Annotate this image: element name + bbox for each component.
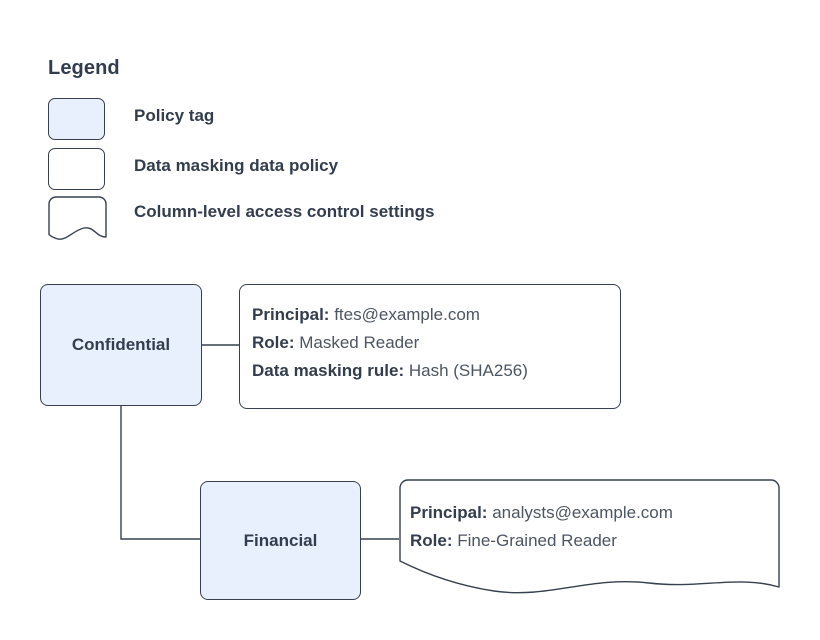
legend-label-data-masking-policy: Data masking data policy: [134, 156, 339, 175]
rounded-rect-filled-icon: [48, 98, 105, 140]
callout-confidential-text: Principal: ftes@example.com Role: Masked…: [252, 301, 610, 385]
legend-label-column-access-settings: Column-level access control settings: [134, 202, 435, 221]
callout-key-principal: Principal:: [252, 305, 330, 324]
node-confidential[interactable]: Confidential: [40, 284, 202, 406]
callout-line-role: Role: Fine-Grained Reader: [410, 527, 770, 555]
callout-key-masking-rule: Data masking rule:: [252, 361, 405, 380]
callout-value-role: Masked Reader: [299, 333, 420, 352]
legend-title: Legend: [48, 57, 120, 79]
callout-value-role: Fine-Grained Reader: [457, 531, 617, 550]
legend-swatch-data-masking-policy: [48, 148, 105, 190]
callout-financial-policy[interactable]: Principal: analysts@example.com Role: Fi…: [399, 479, 780, 595]
callout-confidential-policy[interactable]: Principal: ftes@example.com Role: Masked…: [239, 284, 621, 409]
node-confidential-label: Confidential: [71, 335, 171, 354]
legend-item-column-access-settings: Column-level access control settings: [0, 196, 820, 240]
callout-value-principal: ftes@example.com: [334, 305, 480, 324]
legend-swatch-policy-tag: [48, 98, 105, 140]
callout-value-principal: analysts@example.com: [492, 503, 673, 522]
callout-line-role: Role: Masked Reader: [252, 329, 610, 357]
legend: Legend Policy tag Data masking data poli…: [0, 0, 820, 250]
callout-financial-text: Principal: analysts@example.com Role: Fi…: [410, 499, 770, 555]
callout-line-masking-rule: Data masking rule: Hash (SHA256): [252, 357, 610, 385]
callout-key-principal: Principal:: [410, 503, 488, 522]
legend-item-data-masking-policy: Data masking data policy: [0, 148, 820, 192]
callout-line-principal: Principal: ftes@example.com: [252, 301, 610, 329]
rounded-rect-icon: [48, 148, 105, 190]
legend-item-policy-tag: Policy tag: [0, 98, 820, 142]
callout-line-principal: Principal: analysts@example.com: [410, 499, 770, 527]
node-financial-label: Financial: [243, 530, 318, 550]
callout-key-role: Role:: [252, 333, 295, 352]
callout-value-masking-rule: Hash (SHA256): [408, 361, 528, 380]
callout-key-role: Role:: [410, 531, 453, 550]
legend-label-policy-tag: Policy tag: [134, 106, 215, 125]
document-wavy-bottom-icon: [48, 196, 107, 240]
connector-confidential-to-financial: [120, 406, 200, 540]
document-wavy-bottom-shape: [399, 479, 780, 594]
node-financial[interactable]: Financial: [200, 481, 361, 600]
legend-swatch-column-access-settings: [48, 196, 107, 240]
